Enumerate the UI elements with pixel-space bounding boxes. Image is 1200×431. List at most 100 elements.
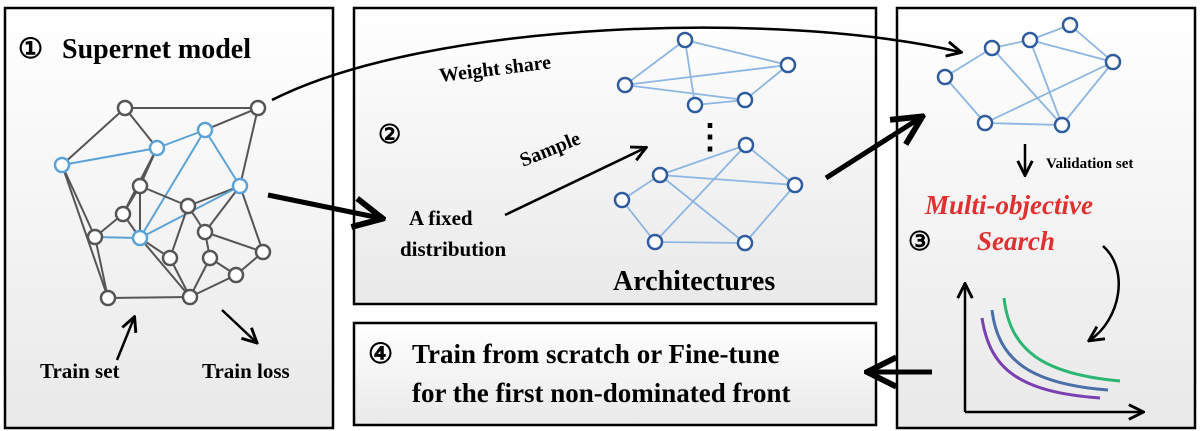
arch-top-node bbox=[616, 76, 634, 94]
panel4-number: ④ bbox=[368, 339, 393, 370]
supernet-edge bbox=[124, 107, 158, 149]
arch-top-node bbox=[686, 96, 704, 114]
supernet-edge bbox=[204, 129, 241, 187]
weight-share-arrow bbox=[271, 26, 960, 102]
panel1-number: ① bbox=[18, 34, 43, 65]
arch-bottom-edge bbox=[621, 199, 656, 243]
architecture-graph-bottom bbox=[613, 136, 804, 252]
arch-top-edge bbox=[684, 39, 696, 106]
arch-top-edge bbox=[624, 64, 789, 86]
arch-bottom-node bbox=[786, 176, 804, 194]
supernet-node bbox=[249, 99, 267, 117]
arch-bottom-node bbox=[737, 136, 755, 154]
fixed-distribution-line2: distribution bbox=[400, 237, 507, 261]
supernet-edge bbox=[204, 185, 241, 233]
train-loss-label: Train loss bbox=[202, 359, 290, 383]
supernet-node bbox=[179, 197, 197, 215]
supernet-node bbox=[114, 205, 132, 223]
supernet-node bbox=[116, 99, 134, 117]
supernet-node bbox=[86, 228, 104, 246]
selected-arch-node bbox=[936, 68, 954, 86]
supernet-edge bbox=[107, 296, 191, 299]
selected-arch-node bbox=[1061, 16, 1079, 34]
search-label: Search bbox=[977, 226, 1055, 256]
fixed-distribution-line1: A fixed bbox=[409, 206, 473, 230]
front-curve-blue bbox=[990, 309, 1109, 392]
supernet-node bbox=[196, 223, 214, 241]
arch-bottom-edge bbox=[659, 174, 796, 186]
supernet-edge bbox=[139, 237, 191, 298]
selected-arch-edge bbox=[1029, 39, 1063, 126]
supernet-node bbox=[148, 139, 166, 157]
arch-bottom-edge bbox=[745, 144, 796, 186]
multi-objective-label: Multi-objective bbox=[924, 190, 1093, 220]
selected-arch-node bbox=[976, 114, 994, 132]
supernet-edge bbox=[139, 129, 206, 239]
selected-arch-node bbox=[1021, 31, 1039, 49]
arch-bottom-edge bbox=[659, 144, 747, 176]
train-set-label: Train set bbox=[40, 359, 120, 383]
arch-bottom-node bbox=[736, 234, 754, 252]
arch-top-edge bbox=[744, 64, 789, 101]
selected-arch-edge bbox=[1069, 24, 1114, 63]
supernet-node bbox=[201, 249, 219, 267]
selected-arch-edge bbox=[991, 47, 1063, 126]
search-to-front-arrow bbox=[1090, 245, 1120, 340]
arch-bottom-node bbox=[613, 191, 631, 209]
selected-arch-node bbox=[1053, 116, 1071, 134]
arch-bottom-node bbox=[651, 166, 669, 184]
supernet-edge bbox=[61, 164, 96, 238]
supernet-to-distribution-arrow bbox=[267, 192, 380, 218]
supernet-edge bbox=[204, 107, 259, 131]
arch-top-edge bbox=[624, 84, 746, 101]
architectures-label: Architectures bbox=[613, 266, 775, 297]
train-loss-arrow bbox=[221, 309, 256, 342]
arch-top-node bbox=[676, 31, 694, 49]
supernet-node bbox=[161, 249, 179, 267]
sample-arrow bbox=[504, 148, 645, 217]
supernet-node bbox=[99, 289, 117, 307]
architecture-graph-top bbox=[616, 31, 797, 114]
supernet-edge bbox=[169, 205, 189, 259]
supernet-edge bbox=[61, 107, 126, 166]
arch-bottom-edge bbox=[744, 184, 796, 244]
arch-top-edge bbox=[684, 39, 789, 66]
supernet-edge bbox=[189, 274, 237, 298]
panel4-line2: for the first non-dominated front bbox=[412, 378, 791, 408]
panel-supernet bbox=[3, 6, 335, 430]
validation-set-label: Validation set bbox=[1046, 156, 1133, 172]
front-curve-green bbox=[1002, 297, 1121, 383]
supernet-node bbox=[227, 266, 245, 284]
selected-arch-edge bbox=[944, 76, 986, 124]
arch-top-edge bbox=[694, 99, 746, 106]
train-set-arrow bbox=[115, 318, 134, 361]
supernet-node bbox=[53, 156, 71, 174]
supernet-node bbox=[196, 121, 214, 139]
supernet-node bbox=[231, 177, 249, 195]
arch-top-node bbox=[736, 91, 754, 109]
supernet-edge bbox=[61, 147, 158, 166]
architectures-to-search-arrow bbox=[824, 118, 920, 181]
supernet-edge bbox=[156, 129, 206, 149]
supernet-edge bbox=[94, 236, 109, 299]
supernet-edge bbox=[187, 185, 241, 207]
supernet-edge bbox=[239, 185, 264, 253]
selected-arch-edge bbox=[984, 122, 1063, 126]
arch-top-node bbox=[779, 56, 797, 74]
arch-bottom-node bbox=[646, 233, 664, 251]
supernet-node bbox=[131, 177, 149, 195]
panel4-line1: Train from scratch or Fine-tune bbox=[412, 339, 779, 369]
supernet-node bbox=[181, 288, 199, 306]
panel2-number: ② bbox=[378, 120, 401, 149]
selected-arch-edge bbox=[1061, 61, 1114, 126]
selected-arch-edge bbox=[944, 47, 993, 78]
arch-bottom-edge bbox=[654, 144, 747, 243]
supernet-edge bbox=[204, 231, 264, 253]
supernet-node bbox=[254, 243, 272, 261]
selected-arch-node bbox=[1104, 53, 1122, 71]
arch-top-edge bbox=[624, 39, 686, 86]
selected-arch-edge bbox=[1029, 39, 1114, 63]
arch-bottom-edge bbox=[654, 241, 746, 244]
panel-train bbox=[352, 321, 878, 427]
